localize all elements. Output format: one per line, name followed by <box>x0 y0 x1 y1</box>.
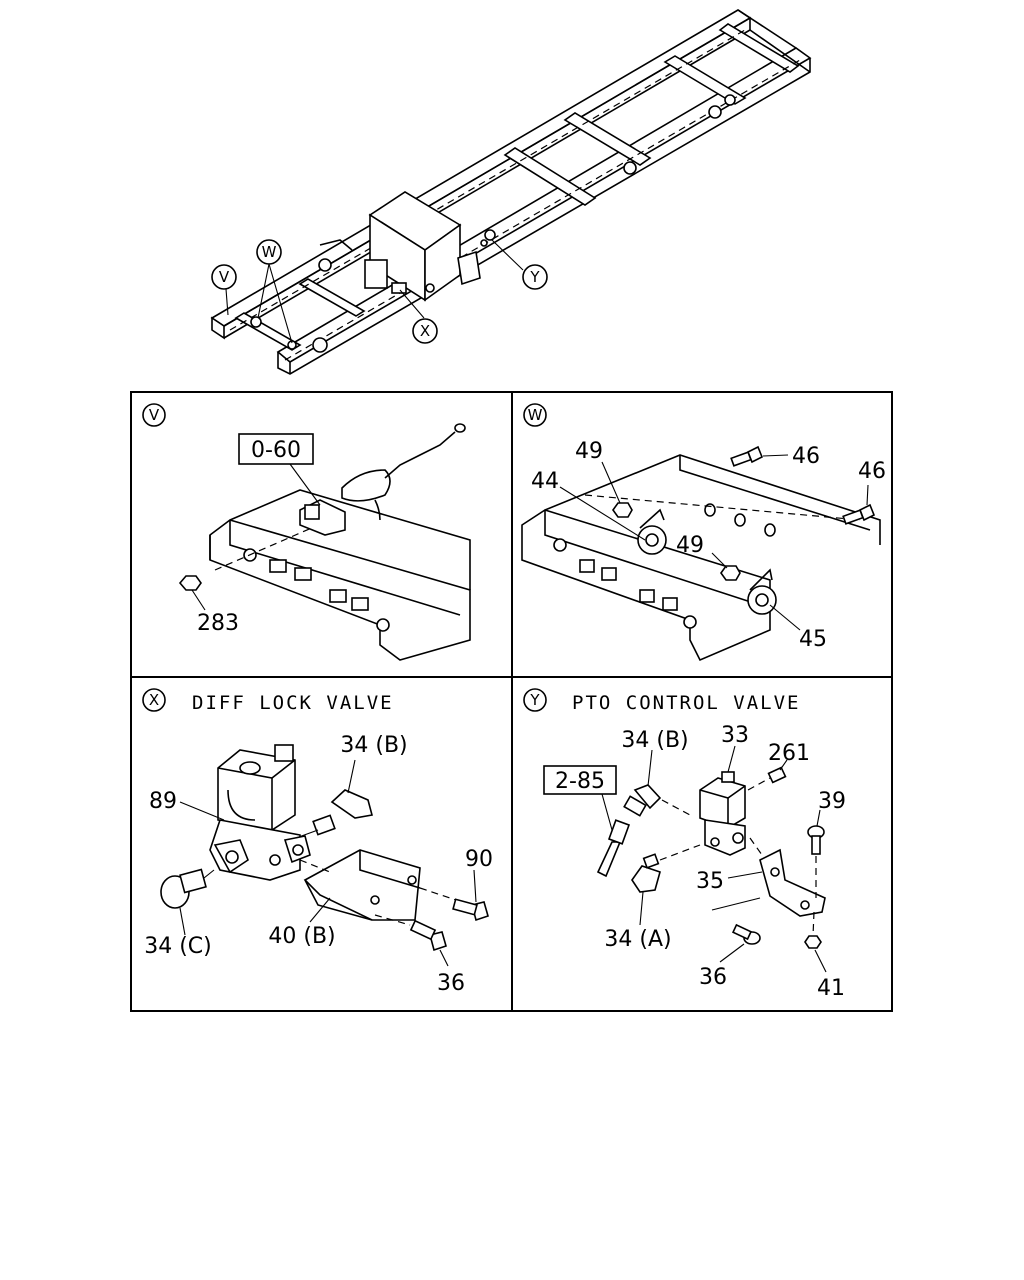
panel-x-id: X <box>142 688 166 712</box>
part-label-261: 261 <box>768 741 810 766</box>
part-label-36: 36 <box>437 971 465 996</box>
panel-y-title: PTO CONTROL VALVE <box>572 692 800 714</box>
part-label-36-y: 36 <box>699 965 727 990</box>
callout-w: W <box>256 239 282 265</box>
panel-v-ref-box: 0-60 <box>238 433 321 506</box>
panel-y-hose <box>596 819 631 878</box>
panel-w: W <box>521 403 886 662</box>
svg-text:Y: Y <box>529 268 540 286</box>
panel-w-bolt-46b <box>842 503 876 525</box>
part-label-46a: 46 <box>792 444 820 469</box>
panel-w-horn-45 <box>747 568 777 615</box>
part-label-39: 39 <box>818 789 846 814</box>
part-label-283: 283 <box>197 611 239 636</box>
part-label-89: 89 <box>149 789 177 814</box>
panel-w-nut-49b <box>720 565 741 581</box>
panel-v-frame-rail <box>209 489 471 661</box>
part-label-35: 35 <box>696 869 724 894</box>
panel-x-valve-body <box>209 819 311 881</box>
panel-x-solenoid-89 <box>217 744 296 831</box>
part-label-49b: 49 <box>676 533 704 558</box>
panel-y-fitting-34b <box>623 784 691 817</box>
panel-v-id: V <box>142 403 166 427</box>
part-label-40b: 40 (B) <box>268 924 335 949</box>
part-label-45: 45 <box>799 627 827 652</box>
panel-x-bracket-40b <box>299 849 421 921</box>
panel-w-nut-49a <box>612 502 633 518</box>
callout-x: X <box>412 318 438 344</box>
panel-w-bolt-46a <box>730 445 764 467</box>
panel-y-bolt-36 <box>711 897 761 945</box>
part-label-34b-y: 34 (B) <box>621 728 688 753</box>
panel-y-nut-41 <box>804 911 822 949</box>
svg-text:2-85: 2-85 <box>555 769 605 794</box>
panel-w-frame-rail <box>521 454 881 662</box>
panel-x-fitting-34b <box>295 789 373 839</box>
panel-y-fitting-261 <box>747 766 787 791</box>
panel-x-bolt-36 <box>374 914 447 952</box>
panel-y-fitting-34a <box>631 844 701 893</box>
svg-text:V: V <box>149 406 160 424</box>
detail-grid <box>130 391 893 1012</box>
panel-x-bolt-90 <box>419 887 489 922</box>
panel-v: V 0-60 <box>142 403 471 661</box>
panel-w-id: W <box>523 403 547 427</box>
callout-v: V <box>211 264 237 290</box>
panel-w-horn-44 <box>637 508 667 555</box>
panel-y: Y PTO CONTROL VALVE 2-85 <box>523 688 846 1001</box>
part-label-46b: 46 <box>858 459 886 484</box>
part-label-34b: 34 (B) <box>340 733 407 758</box>
svg-text:X: X <box>149 691 159 709</box>
part-label-49a: 49 <box>575 439 603 464</box>
svg-text:W: W <box>262 243 277 261</box>
panel-y-ref-box: 2-85 <box>543 765 617 831</box>
panel-y-bolt-39 <box>807 825 825 898</box>
panel-v-nut-283 <box>178 575 206 611</box>
part-label-34a: 34 (A) <box>604 927 671 952</box>
part-label-33: 33 <box>721 723 749 748</box>
panel-x-title: DIFF LOCK VALVE <box>192 692 394 714</box>
part-label-44: 44 <box>531 469 559 494</box>
part-label-41: 41 <box>817 976 845 1001</box>
part-label-34c: 34 (C) <box>144 934 212 959</box>
callout-y: Y <box>522 264 548 290</box>
panel-y-solenoid-33 <box>699 771 746 856</box>
panel-x: X DIFF LOCK VALVE <box>142 688 493 996</box>
svg-text:Y: Y <box>529 691 540 709</box>
panel-y-id: Y <box>523 688 547 712</box>
svg-text:V: V <box>219 268 230 286</box>
svg-text:X: X <box>420 322 430 340</box>
svg-text:W: W <box>528 406 543 424</box>
panel-v-bracket <box>299 499 346 536</box>
panel-x-fitting-34c <box>160 868 215 909</box>
part-label-90: 90 <box>465 847 493 872</box>
panel-v-cable <box>341 423 466 521</box>
panel-y-bracket-35 <box>749 837 826 917</box>
chassis-frame-overview <box>210 9 812 375</box>
svg-text:0-60: 0-60 <box>251 438 301 463</box>
